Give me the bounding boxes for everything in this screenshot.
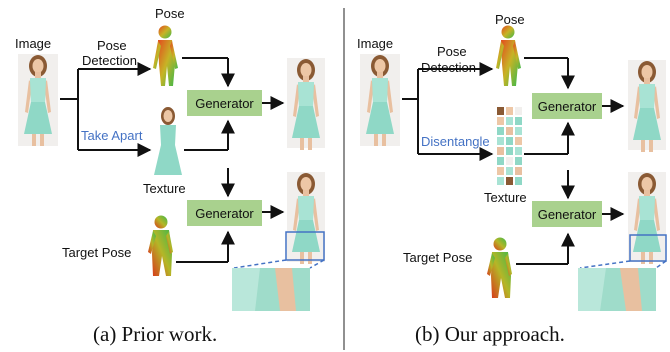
texture-label-b: Texture [484,190,527,205]
image-label-b: Image [357,36,394,51]
pose-figure-a [153,25,178,86]
target-pose-label-a: Target Pose [62,245,132,260]
image-label-a: Image [15,36,52,51]
texture-patches-b [497,107,522,185]
texture-figure-a [152,105,184,178]
output-image-a2 [285,172,325,264]
input-image-a [18,54,58,146]
pose-label-b: Pose [495,12,525,27]
generator-box-a1: Generator [187,90,262,116]
pose-detection-label-a-2: Detection [82,53,137,68]
take-apart-label: Take Apart [81,128,143,143]
generator-box-a2: Generator [187,200,262,226]
target-pose-label-b: Target Pose [403,250,473,265]
texture-label-a: Texture [143,181,186,196]
output-image-a1 [287,58,325,150]
target-pose-figure-b [487,237,512,298]
zoom-crop-b [578,268,656,311]
caption-a: (a) Prior work. [93,322,218,346]
pose-figure-b [496,25,521,86]
generator-box-b1: Generator [532,93,602,119]
caption-b: (b) Our approach. [415,322,565,346]
input-image-b [360,54,400,146]
output-image-b1 [628,60,666,152]
output-image-b2 [628,172,667,264]
pose-detection-label-b-2: Detection [421,60,476,75]
zoom-crop-a [232,268,310,311]
pose-detection-label-a-1: Pose [97,38,127,53]
target-pose-figure-a [148,215,173,276]
pose-detection-label-b-1: Pose [437,44,467,59]
pose-label-a: Pose [155,6,185,21]
disentangle-label: Disentangle [421,134,490,149]
generator-box-b2: Generator [532,201,602,227]
